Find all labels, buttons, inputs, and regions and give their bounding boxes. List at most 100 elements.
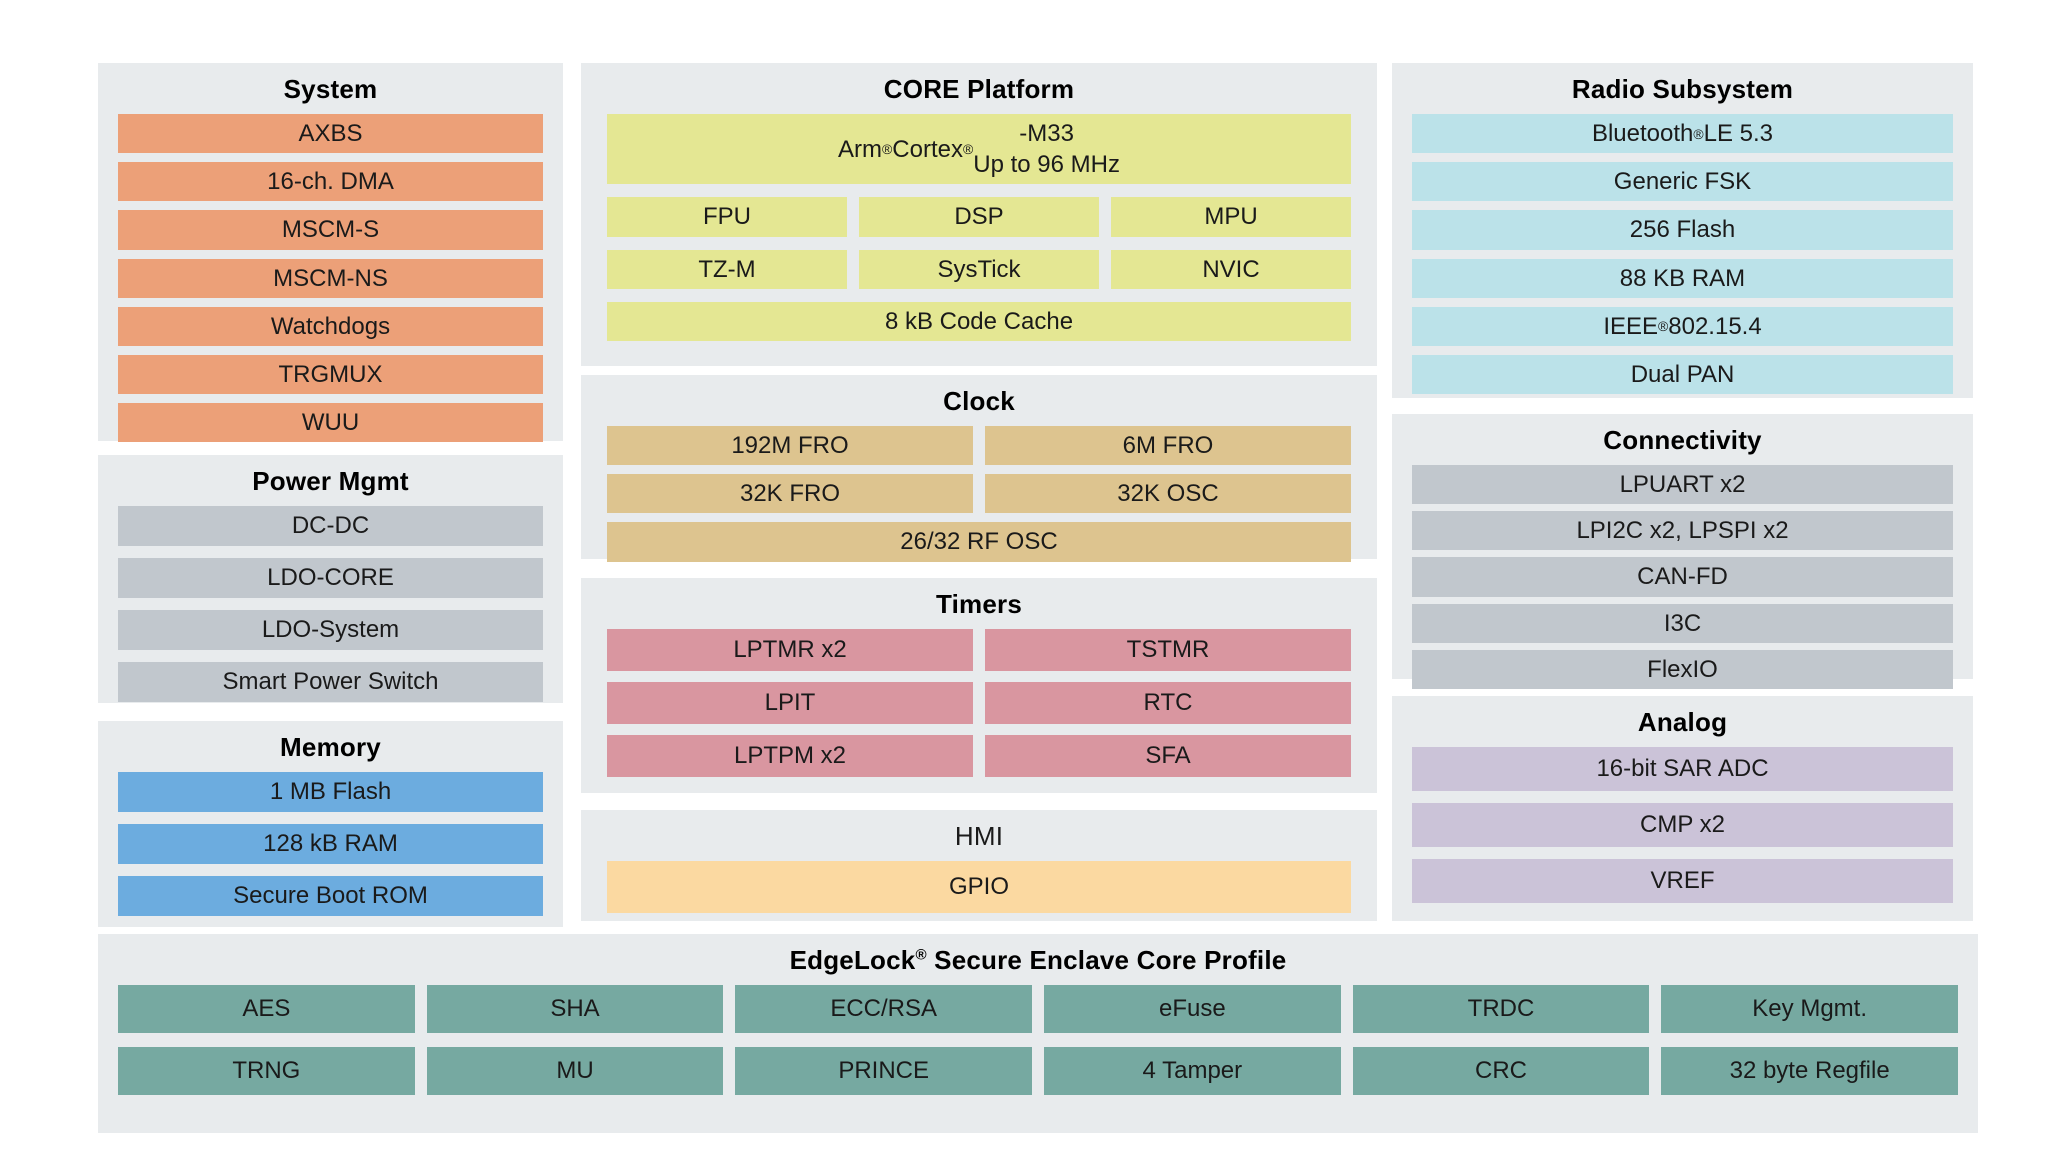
block-row: 16-ch. DMA <box>118 162 543 202</box>
block: LDO-CORE <box>118 558 543 598</box>
block-row: LPI2C x2, LPSPI x2 <box>1412 511 1953 551</box>
block: AES <box>118 985 415 1033</box>
block-row: MSCM-S <box>118 210 543 250</box>
block: Bluetooth® LE 5.3 <box>1412 114 1953 154</box>
block-row: 8 kB Code Cache <box>607 301 1351 341</box>
block-row: Bluetooth® LE 5.3 <box>1412 114 1953 154</box>
block: LPUART x2 <box>1412 465 1953 505</box>
block: GPIO <box>607 861 1351 913</box>
block: WUU <box>118 403 543 443</box>
block-row: Dual PAN <box>1412 354 1953 395</box>
block: 32K FRO <box>607 474 973 514</box>
block-row: Generic FSK <box>1412 162 1953 202</box>
block-row: 128 kB RAM <box>118 824 543 864</box>
block: 128 kB RAM <box>118 824 543 864</box>
block: MSCM-NS <box>118 258 543 298</box>
block: 16-bit SAR ADC <box>1412 747 1953 791</box>
block-row: CMP x2 <box>1412 803 1953 847</box>
block-row: LDO-System <box>118 610 543 650</box>
block: 88 KB RAM <box>1412 258 1953 298</box>
block: LDO-System <box>118 610 543 650</box>
block-row: TRGMUX <box>118 354 543 395</box>
block-row: 1 MB Flash <box>118 772 543 812</box>
block-row: Watchdogs <box>118 306 543 346</box>
block: ECC/RSA <box>735 985 1032 1033</box>
block: SHA <box>426 985 724 1033</box>
block: FlexIO <box>1412 649 1953 689</box>
block: Watchdogs <box>118 306 543 346</box>
block: SFA <box>985 735 1351 777</box>
block: MU <box>426 1047 724 1095</box>
block-row: IEEE®802.15.4 <box>1412 306 1953 346</box>
block-row: 88 KB RAM <box>1412 258 1953 298</box>
block-row: GPIO <box>607 861 1351 913</box>
block: Generic FSK <box>1412 162 1953 202</box>
panel-title-connectivity: Connectivity <box>1603 425 1762 455</box>
block: IEEE®802.15.4 <box>1412 306 1953 346</box>
block-row: LPTMR x2 TSTMR <box>607 629 1351 671</box>
block: 256 Flash <box>1412 210 1953 250</box>
block: CRC <box>1352 1047 1650 1095</box>
panel-title-core-platform: CORE Platform <box>883 74 1075 104</box>
block-row: LPUART x2 <box>1412 465 1953 505</box>
block: MPU <box>1111 197 1351 237</box>
panel-memory: Memory 1 MB Flash 128 kB RAM Secure Boot R… <box>98 721 563 927</box>
panel-connectivity: Connectivity LPUART x2 LPI2C x2, LPSPI x2… <box>1392 414 1973 689</box>
block: TRNG <box>118 1047 415 1095</box>
block-list: 16-bit SAR ADC CMP x2 VREF <box>1412 747 1953 903</box>
panel-edgelock-secure-enclave: EdgeLock® Secure Enclave Core Profile AE… <box>98 934 1978 1133</box>
block: CAN-FD <box>1412 557 1953 597</box>
block: DC-DC <box>118 506 543 546</box>
panel-title-hmi: HMI <box>954 821 1004 851</box>
block: PRINCE <box>735 1047 1032 1095</box>
block: 8 kB Code Cache <box>607 301 1351 341</box>
block-row: 256 Flash <box>1412 210 1953 250</box>
panel-title-system: System <box>283 74 378 104</box>
block: SysTick <box>859 249 1099 289</box>
panel-title-edgelock-secure-enclave: EdgeLock® Secure Enclave Core Profile <box>789 945 1287 975</box>
panel-title-memory: Memory <box>280 732 381 762</box>
block: VREF <box>1412 859 1953 903</box>
panel-title-timers: Timers <box>936 589 1022 619</box>
block: TRDC <box>1352 985 1650 1033</box>
panel-title-radio-subsystem: Radio Subsystem <box>1571 74 1794 104</box>
block: 6M FRO <box>985 426 1351 466</box>
block: 26/32 RF OSC <box>607 522 1351 562</box>
block: Secure Boot ROM <box>118 876 543 916</box>
block: RTC <box>985 682 1351 724</box>
block-row: DC-DC <box>118 506 543 546</box>
block: eFuse <box>1043 985 1341 1033</box>
block: 16-ch. DMA <box>118 162 543 202</box>
block: FPU <box>607 197 847 237</box>
block-row: FlexIO <box>1412 649 1953 689</box>
block: 4 Tamper <box>1043 1047 1341 1095</box>
panel-title-power-mgmt: Power Mgmt <box>252 466 409 496</box>
block: TRGMUX <box>118 354 543 395</box>
block-row: VREF <box>1412 859 1953 903</box>
block-row: Secure Boot ROM <box>118 876 543 916</box>
panel-analog: Analog 16-bit SAR ADC CMP x2 VREF <box>1392 696 1973 921</box>
block: LPTMR x2 <box>607 629 973 671</box>
panel-title-analog: Analog <box>1637 707 1728 737</box>
block: Smart Power Switch <box>118 662 543 702</box>
block: TSTMR <box>985 629 1351 671</box>
block-row: LDO-CORE <box>118 558 543 598</box>
block: LPIT <box>607 682 973 724</box>
block-list: GPIO <box>607 861 1351 913</box>
